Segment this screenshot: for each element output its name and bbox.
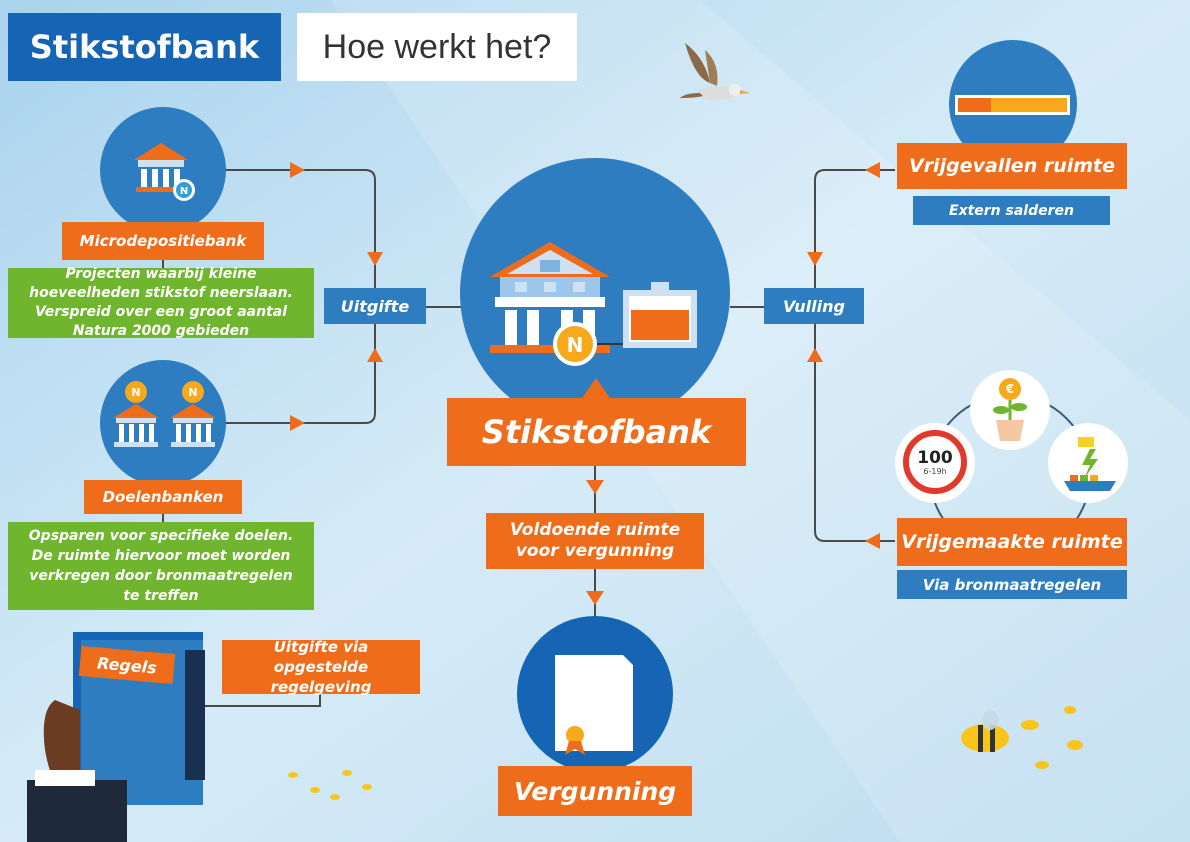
central-bank-icon: N [490, 242, 697, 366]
page-title-text: Stikstofbank [29, 28, 260, 66]
euro-symbol: € [1005, 382, 1015, 396]
doelenbanken-description-text: Opsparen voor specifieke doelen. De ruim… [28, 528, 294, 604]
filling-bar-icon [955, 95, 1070, 115]
coin-letter: N [567, 333, 584, 357]
extern-salderen-label: Extern salderen [913, 196, 1110, 225]
stikstofbank-label-pointer [582, 378, 610, 398]
doelenbanken-description: Opsparen voor specifieke doelen. De ruim… [8, 522, 314, 610]
stikstofbank-label: Stikstofbank [447, 398, 746, 466]
ship-energy-icon [1064, 437, 1116, 491]
microdepositiebank-icon: N [134, 143, 195, 201]
speed-time: 6-19h [923, 466, 947, 476]
svg-text:N: N [180, 186, 188, 197]
page-subtitle: Hoe werkt het? [297, 13, 577, 81]
microdepositiebank-label-text: Microdepositiebank [79, 232, 247, 250]
voldoende-ruimte-label: Voldoende ruimte voor vergunning [486, 513, 704, 569]
vrijgemaakte-ruimte-label: Vrijgemaakte ruimte [897, 518, 1127, 566]
stikstofbank-label-text: Stikstofbank [481, 413, 712, 451]
rules-note: Uitgifte via opgestelde regelgeving [222, 638, 420, 696]
page-subtitle-text: Hoe werkt het? [322, 27, 552, 66]
vergunning-label: Vergunning [498, 766, 692, 816]
microdepositiebank-description-text: Projecten waarbij kleine hoeveelheden st… [29, 266, 293, 339]
permit-document-icon [555, 655, 633, 755]
uitgifte-label-text: Uitgifte [340, 296, 410, 316]
rules-book-label-text: Regels [96, 652, 158, 678]
vrijgemaakte-ruimte-label-text: Vrijgemaakte ruimte [901, 531, 1123, 553]
doelenbanken-icon: N N [113, 381, 216, 447]
via-bronmaatregelen-label-text: Via bronmaatregelen [922, 575, 1102, 594]
rules-note-text: Uitgifte via opgestelde regelgeving [270, 638, 372, 696]
vrijgevallen-ruimte-label-text: Vrijgevallen ruimte [908, 155, 1116, 177]
via-bronmaatregelen-label: Via bronmaatregelen [897, 570, 1127, 599]
voldoende-ruimte-label-text: Voldoende ruimte voor vergunning [509, 520, 681, 561]
speed-sign-icon: 100 6-19h [903, 430, 967, 494]
small-bees-icon [288, 770, 372, 800]
page-title: Stikstofbank [8, 13, 281, 81]
speed-value: 100 [917, 447, 953, 468]
microdepositiebank-label: Microdepositiebank [62, 222, 264, 260]
arrow-heads [290, 162, 880, 605]
vrijgevallen-ruimte-label: Vrijgevallen ruimte [897, 143, 1127, 189]
bees-icon [961, 706, 1083, 769]
uitgifte-label: Uitgifte [324, 288, 426, 324]
svg-text:N: N [131, 386, 140, 399]
doelenbanken-label: Doelenbanken [84, 480, 242, 514]
bird-icon [680, 43, 750, 100]
vergunning-label-text: Vergunning [513, 776, 677, 806]
svg-text:N: N [188, 386, 197, 399]
extern-salderen-label-text: Extern salderen [949, 202, 1074, 219]
microdepositiebank-description: Projecten waarbij kleine hoeveelheden st… [8, 266, 314, 339]
doelenbanken-label-text: Doelenbanken [102, 488, 224, 506]
vulling-label-text: Vulling [783, 296, 845, 316]
vulling-label: Vulling [764, 288, 864, 324]
plant-coin-icon [993, 378, 1027, 441]
